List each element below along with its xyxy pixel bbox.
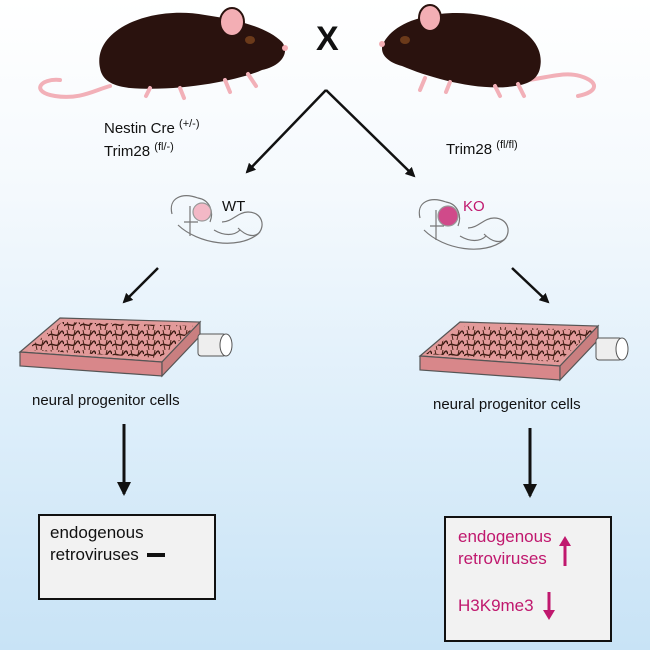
embryo-wt-label: WT <box>222 198 246 215</box>
result-left-row2: retroviruses <box>50 544 204 566</box>
cross-arrow-right <box>325 89 416 178</box>
result-left-line1: endogenous <box>50 523 144 542</box>
parent-right-genotype: Trim28 (fl/fl) <box>446 138 518 161</box>
parent-left-line2: Trim28 <box>104 142 151 160</box>
parent-left-line2-sup: (fl/-) <box>154 140 174 153</box>
parent-left-line1: Nestin Cre <box>104 120 175 137</box>
cells-right-label: neural progenitor cells <box>433 396 581 413</box>
result-box-right: endogenous retroviruses H3K9me3 <box>444 516 612 642</box>
embryo-wt-icon <box>170 195 263 244</box>
parent-left-line1-sup: (+/-) <box>179 118 200 130</box>
result-left-line2: retroviruses <box>50 545 139 565</box>
result-right-line2: retroviruses <box>458 549 547 569</box>
cross-symbol: X <box>316 20 339 58</box>
result-right-row2: H3K9me3 <box>458 592 598 621</box>
down-arrow-icon <box>542 592 555 621</box>
up-arrow-icon <box>558 536 571 567</box>
flask-left-icon <box>18 317 233 378</box>
result-right-line3: H3K9me3 <box>458 596 534 616</box>
result-right-row1: endogenous retroviruses <box>458 526 598 570</box>
arrow-embryo-to-cells-right <box>511 267 550 304</box>
parent-right-line1-sup: (fl/fl) <box>496 139 518 151</box>
parent-right-line1: Trim28 <box>446 141 493 158</box>
result-right-line1: endogenous <box>458 527 552 546</box>
cross-arrow-left <box>245 89 327 174</box>
flask-right-icon <box>418 321 629 382</box>
result-box-left: endogenous retroviruses <box>38 514 216 600</box>
embryo-ko-icon <box>418 199 509 250</box>
embryo-ko-label: KO <box>463 198 485 215</box>
mouse-right-icon <box>379 4 596 98</box>
dash-icon <box>146 553 165 558</box>
parent-left-genotype: Nestin Cre (+/-) Trim28 (fl/-) <box>104 117 200 163</box>
cells-left-label: neural progenitor cells <box>32 392 180 409</box>
mouse-left-icon <box>38 7 288 100</box>
arrow-embryo-to-cells-left <box>122 267 159 304</box>
